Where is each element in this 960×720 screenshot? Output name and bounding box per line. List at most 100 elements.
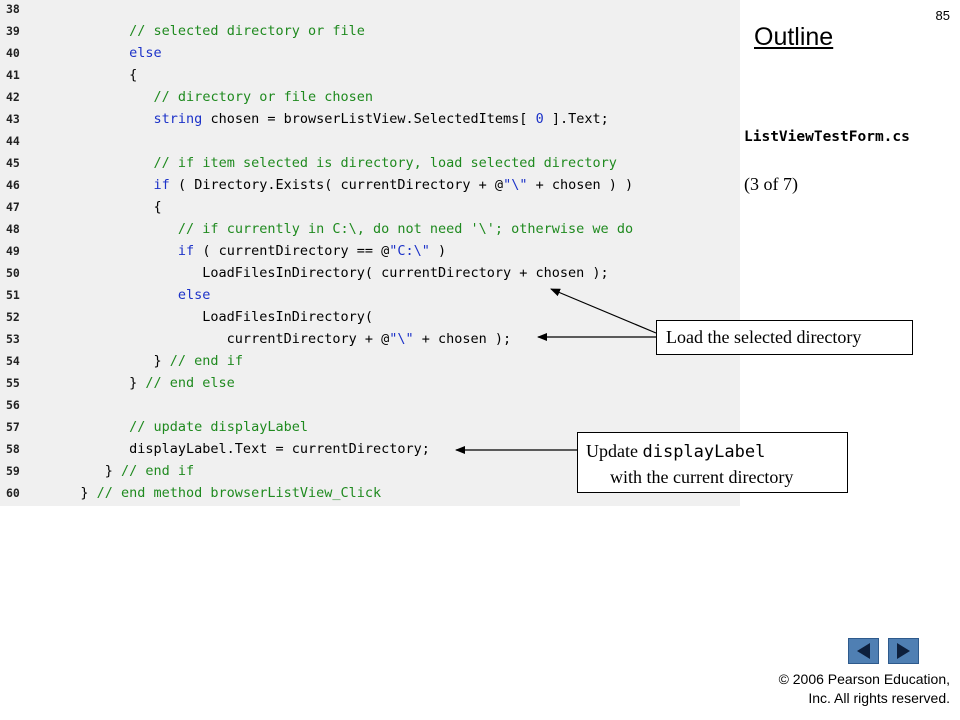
code-text: } // end method browserListView_Click [56,482,381,504]
code-line: 52 LoadFilesInDirectory( [0,306,740,328]
code-token: + chosen ); [413,331,512,347]
code-text: { [56,64,137,86]
line-number: 51 [6,288,20,302]
code-line: 47 { [0,196,740,218]
code-comment: // end if [169,353,243,369]
line-number: 56 [6,398,20,412]
outline-title[interactable]: Outline [754,23,834,51]
code-line: 51 else [0,284,740,306]
code-line: 40 else [0,42,740,64]
code-token: ( currentDirectory == @ [194,243,390,259]
line-number: 58 [6,442,20,456]
callout-update-prefix: Update [586,441,643,461]
code-token [56,45,129,61]
line-number: 52 [6,310,20,324]
line-number: 43 [6,112,20,126]
previous-slide-button[interactable] [848,638,879,664]
code-line: 53 currentDirectory + @"\" + chosen ); [0,328,740,350]
line-number: 55 [6,376,20,390]
code-literal: "\" [503,177,528,193]
code-comment: // if item selected is directory, load s… [153,155,617,171]
code-literal: "\" [389,331,414,347]
left-triangle-icon [857,643,870,659]
code-line: 60 } // end method browserListView_Click [0,482,740,504]
code-text: // directory or file chosen [56,86,373,108]
code-keyword: if [177,243,195,259]
code-comment: // end else [145,375,235,391]
code-token: } [56,485,97,501]
code-line: 41 { [0,64,740,86]
code-text: // if item selected is directory, load s… [56,152,617,174]
file-name: ListViewTestForm.cs [744,129,910,145]
code-text: // update displayLabel [56,416,308,438]
code-text: if ( Directory.Exists( currentDirectory … [56,174,634,196]
code-line: 43 string chosen = browserListView.Selec… [0,108,740,130]
line-number: 54 [6,354,20,368]
code-comment: // end method browserListView_Click [96,485,382,501]
copyright-line-1: © 2006 Pearson Education, [778,671,950,687]
code-token: { [56,67,138,83]
code-line: 56 [0,394,740,416]
copyright-line-2: Inc. All rights reserved. [808,690,950,706]
code-token: { [56,199,162,215]
code-token: LoadFilesInDirectory( [56,309,373,325]
code-comment: // update displayLabel [129,419,308,435]
code-text: currentDirectory + @"\" + chosen ); [56,328,512,350]
line-number: 46 [6,178,20,192]
code-token: displayLabel.Text = currentDirectory; [56,441,430,457]
code-text: // selected directory or file [56,20,365,42]
line-number: 38 [6,2,20,16]
code-line: 42 // directory or file chosen [0,86,740,108]
code-token [56,111,154,127]
line-number: 44 [6,134,20,148]
code-token [56,419,129,435]
code-line: 38 [0,0,740,20]
code-token: ) [429,243,447,259]
code-text: } // end if [56,350,243,372]
code-token: ].Text; [543,111,609,127]
line-number: 41 [6,68,20,82]
code-line: 55 } // end else [0,372,740,394]
line-number: 60 [6,486,20,500]
code-line: 39 // selected directory or file [0,20,740,42]
code-comment: // directory or file chosen [153,89,373,105]
line-number: 42 [6,90,20,104]
code-token [56,221,178,237]
line-number: 50 [6,266,20,280]
line-number: 39 [6,24,20,38]
code-token [56,243,178,259]
code-line: 48 // if currently in C:\, do not need '… [0,218,740,240]
code-token: } [56,375,146,391]
code-text: } // end else [56,372,235,394]
right-triangle-icon [897,643,910,659]
code-text: else [56,42,162,64]
line-number: 57 [6,420,20,434]
code-text: else [56,284,211,306]
code-line: 46 if ( Directory.Exists( currentDirecto… [0,174,740,196]
code-token [56,177,154,193]
code-text: if ( currentDirectory == @"C:\" ) [56,240,446,262]
code-line: 44 [0,130,740,152]
code-line: 45 // if item selected is directory, loa… [0,152,740,174]
code-text: } // end if [56,460,194,482]
code-keyword: else [129,45,162,61]
next-slide-button[interactable] [888,638,919,664]
line-number: 59 [6,464,20,478]
code-token: LoadFilesInDirectory( currentDirectory +… [56,265,609,281]
code-token: currentDirectory + @ [56,331,390,347]
code-text: string chosen = browserListView.Selected… [56,108,609,130]
code-token: + chosen ) ) [527,177,634,193]
code-keyword: string [153,111,203,127]
code-text: displayLabel.Text = currentDirectory; [56,438,430,460]
callout-load-text: Load the selected directory [666,327,862,347]
part-indicator: (3 of 7) [744,174,798,194]
code-text: // if currently in C:\, do not need '\';… [56,218,633,240]
code-comment: // end if [121,463,195,479]
callout-update-rest: with the current directory [610,467,794,487]
line-number: 53 [6,332,20,346]
code-token: } [56,463,122,479]
code-comment: // if currently in C:\, do not need '\';… [177,221,634,237]
code-text: LoadFilesInDirectory( currentDirectory +… [56,262,609,284]
code-line: 54 } // end if [0,350,740,372]
